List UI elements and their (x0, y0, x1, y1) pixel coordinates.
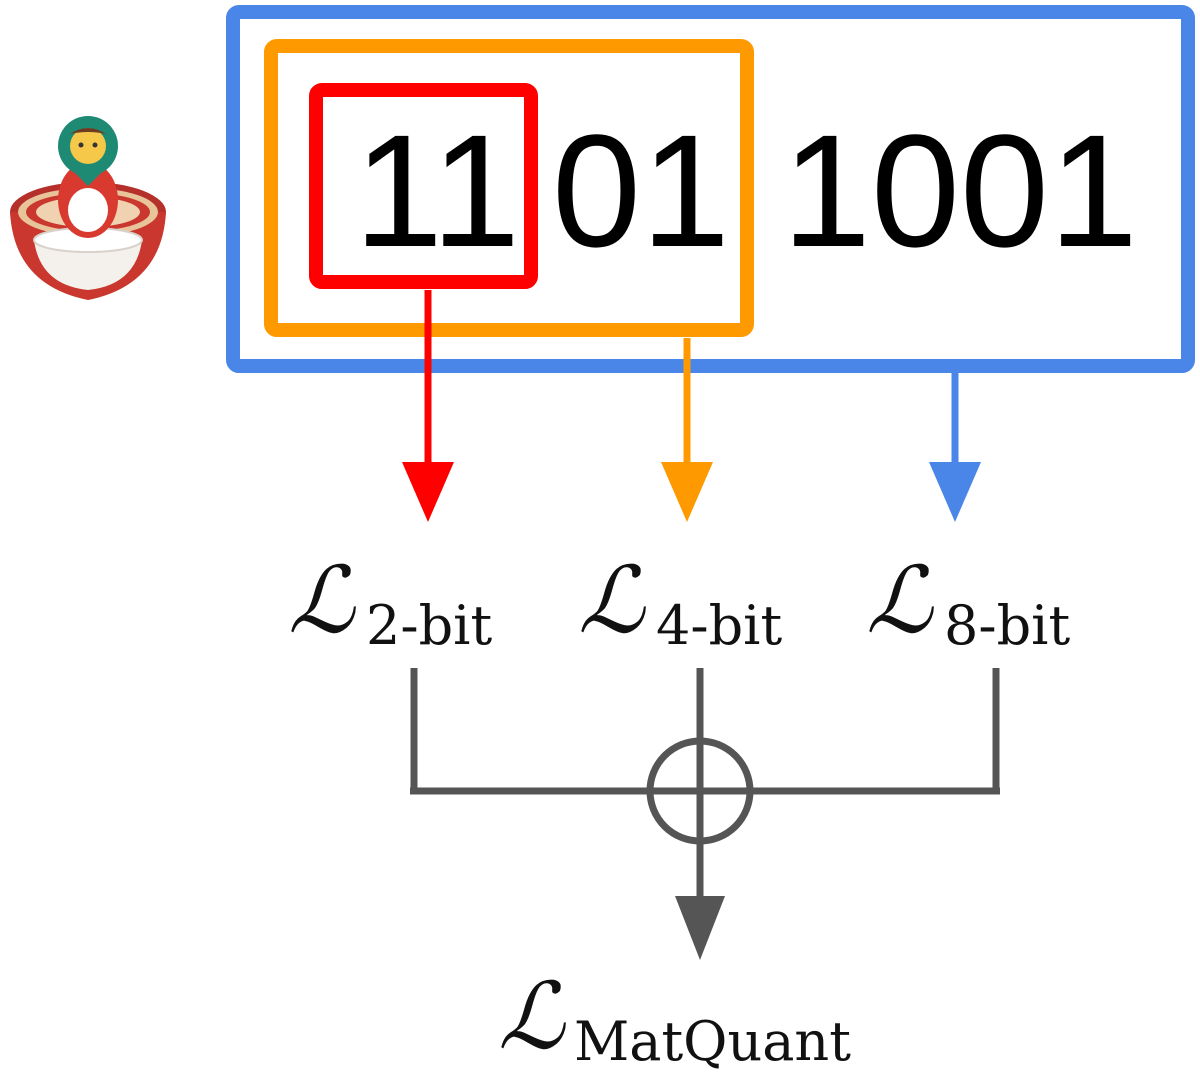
four-bit-box (264, 39, 754, 337)
arrow-8bit (929, 372, 981, 522)
arrow-2bit (402, 290, 454, 522)
loss-symbol: ℒ (498, 963, 566, 1070)
loss-8bit-subscript: 8-bit (944, 594, 1070, 657)
matryoshka-doll-icon (10, 116, 166, 300)
arrow-4bit (661, 338, 713, 522)
bits-8bit-extra: 1001 (782, 101, 1138, 280)
loss-2bit-label: ℒ 2-bit (288, 547, 492, 657)
loss-8bit-label: ℒ 8-bit (866, 547, 1070, 657)
loss-symbol: ℒ (866, 547, 934, 654)
eight-bit-box (226, 5, 1195, 373)
bits-4bit-extra: 01 (552, 101, 730, 280)
sum-connector (410, 668, 1000, 898)
loss-matquant-label: ℒ MatQuant (498, 963, 851, 1073)
circled-plus-icon (646, 737, 754, 845)
loss-4bit-subscript: 4-bit (656, 594, 782, 657)
loss-symbol: ℒ (578, 547, 646, 654)
loss-4bit-label: ℒ 4-bit (578, 547, 782, 657)
loss-2bit-subscript: 2-bit (366, 594, 492, 657)
loss-matquant-subscript: MatQuant (574, 1010, 851, 1073)
two-bit-box (309, 83, 538, 289)
loss-symbol: ℒ (288, 547, 356, 654)
bits-2bit-group: 11 (354, 101, 520, 280)
arrow-combined (675, 896, 725, 960)
